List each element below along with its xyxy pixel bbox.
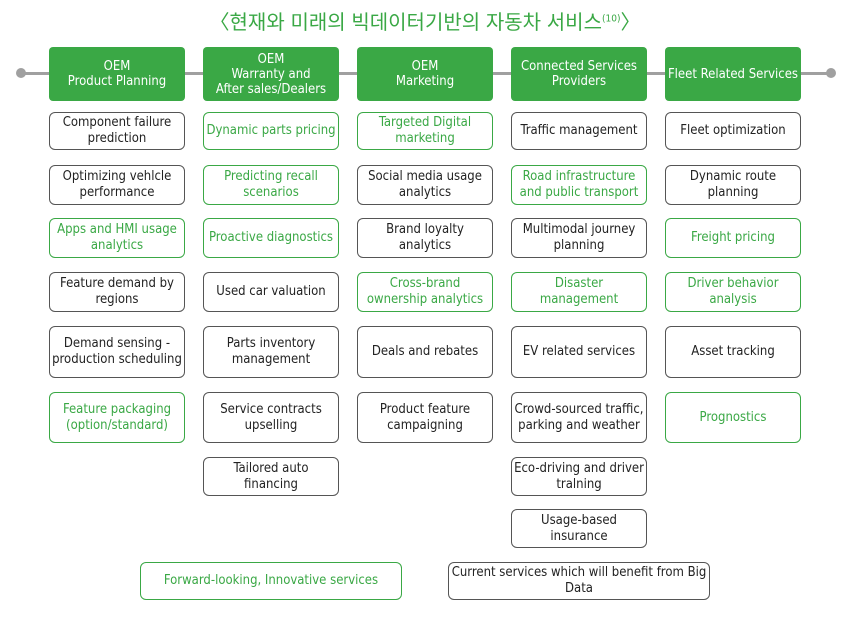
service-box: Dynamic route planning xyxy=(665,165,801,205)
service-box: Social media usage analytics xyxy=(357,165,493,205)
service-box: Used car valuation xyxy=(203,272,339,312)
service-box: Prognostics xyxy=(665,392,801,443)
service-box: EV related services xyxy=(511,326,647,378)
service-box: Usage-based insurance xyxy=(511,509,647,548)
service-box: Deals and rebates xyxy=(357,326,493,378)
connector-end-dot xyxy=(826,68,836,78)
title-text: 〈현재와 미래의 빅데이터기반의 자동차 서비스 xyxy=(209,10,602,34)
service-box: Component failure prediction xyxy=(49,112,185,150)
service-box: Driver behavior analysis xyxy=(665,272,801,312)
service-box: Disaster management xyxy=(511,272,647,312)
column-header: OEM Product Planning xyxy=(49,47,185,101)
service-box: Apps and HMI usage analytics xyxy=(49,218,185,258)
title-reference: (10) xyxy=(601,13,621,25)
service-box: Proactive diagnostics xyxy=(203,218,339,258)
service-box: Cross-brand ownership analytics xyxy=(357,272,493,312)
service-box: Road infrastructure and public transport xyxy=(511,165,647,205)
service-box: Brand loyalty analytics xyxy=(357,218,493,258)
column-header: Connected Services Providers xyxy=(511,47,647,101)
title-bracket: 〉 xyxy=(620,10,641,34)
legend-innovative: Forward-looking, Innovative services xyxy=(140,562,402,600)
service-box: Demand sensing - production scheduling xyxy=(49,326,185,378)
service-box: Feature demand by regions xyxy=(49,272,185,312)
service-box: Targeted Digital marketing xyxy=(357,112,493,150)
service-box: Service contracts upselling xyxy=(203,392,339,443)
legend-current: Current services which will benefit from… xyxy=(448,562,710,600)
service-box: Feature packaging (option/standard) xyxy=(49,392,185,443)
service-box: Asset tracking xyxy=(665,326,801,378)
service-box: Predicting recall scenarios xyxy=(203,165,339,205)
service-box: Freight pricing xyxy=(665,218,801,258)
service-box: Crowd-sourced traffic, parking and weath… xyxy=(511,392,647,443)
service-box: Eco-driving and driver tralning xyxy=(511,457,647,496)
service-box: Fleet optimization xyxy=(665,112,801,150)
column-header: OEM Warranty and After sales/Dealers xyxy=(203,47,339,101)
service-box: Dynamic parts pricing xyxy=(203,112,339,150)
diagram-title: 〈현재와 미래의 빅데이터기반의 자동차 서비스(10)〉 xyxy=(0,6,850,35)
service-box: Optimizing vehlcle performance xyxy=(49,165,185,205)
connector-start-dot xyxy=(16,68,26,78)
column-header: OEM Marketing xyxy=(357,47,493,101)
service-box: Traffic management xyxy=(511,112,647,150)
service-box: Parts inventory management xyxy=(203,326,339,378)
service-box: Product feature campaigning xyxy=(357,392,493,443)
service-box: Tailored auto financing xyxy=(203,457,339,496)
service-box: Multimodal journey planning xyxy=(511,218,647,258)
column-header: Fleet Related Services xyxy=(665,47,801,101)
